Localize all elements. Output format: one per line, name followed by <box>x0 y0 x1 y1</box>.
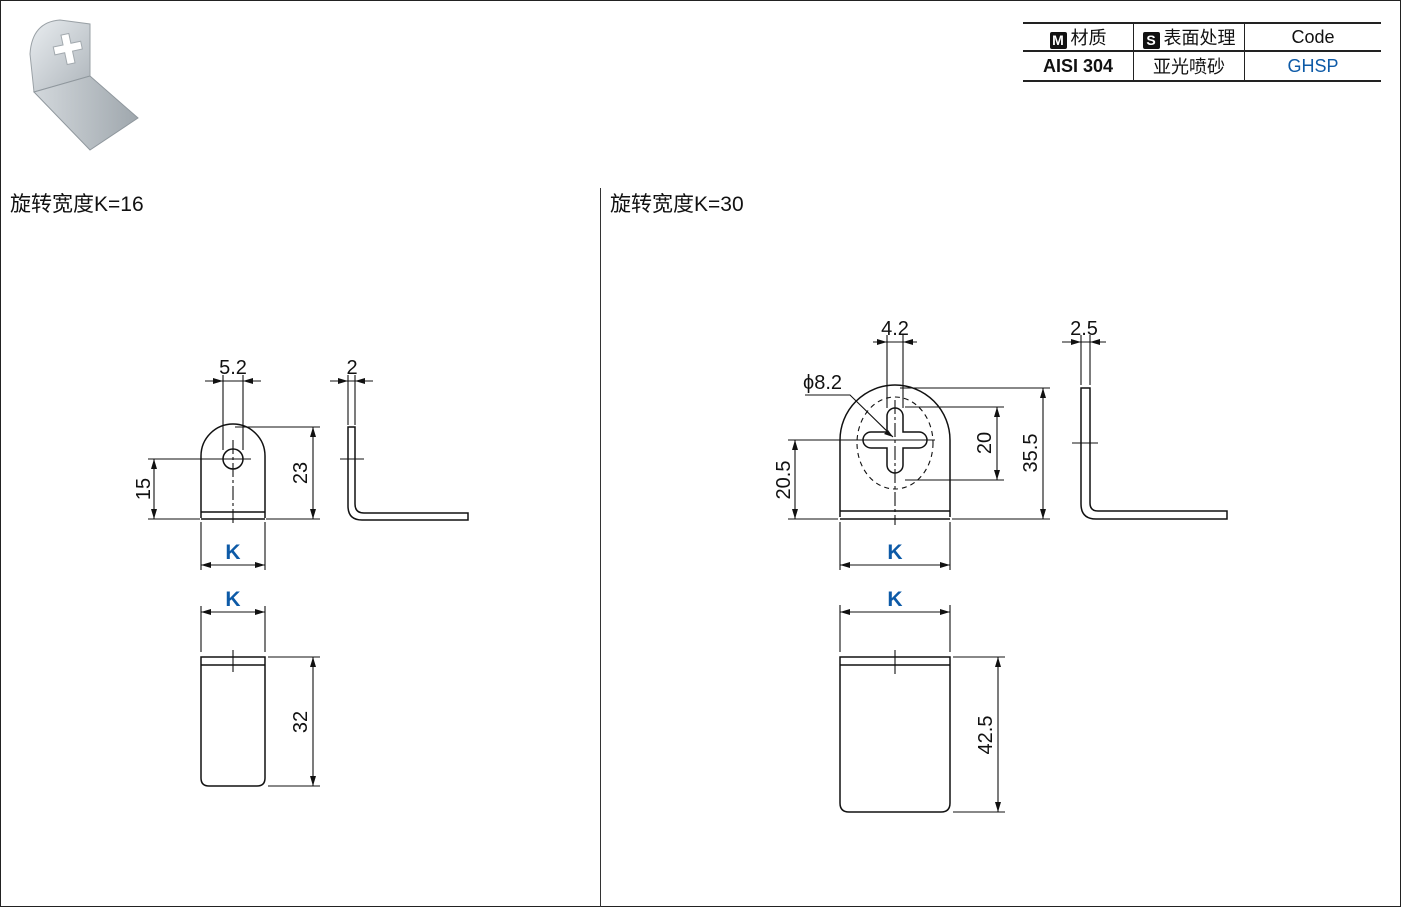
material-value: AISI 304 <box>1023 51 1134 82</box>
dim-length: 32 <box>290 711 312 733</box>
dim-diameter: ϕ8.2 <box>803 372 842 394</box>
dim-width-k-bottom-right: K <box>887 588 902 611</box>
dim-slot-length: 20 <box>974 432 996 454</box>
section-title-k30: 旋转宽度K=30 <box>610 193 744 216</box>
dim-width-k-bottom: K <box>225 588 240 611</box>
dim-thickness-right: 2.5 <box>1070 318 1098 340</box>
dim-height: 23 <box>290 462 312 484</box>
code-header: Code <box>1244 22 1381 52</box>
dim-width-k: K <box>225 541 240 564</box>
dim-length-right: 42.5 <box>975 716 997 755</box>
dim-hole-width: 5.2 <box>219 357 247 379</box>
code-value[interactable]: GHSP <box>1244 51 1381 82</box>
material-tag-icon: M <box>1049 32 1067 49</box>
right-side-view <box>1062 335 1228 520</box>
dimension-arrowheads <box>151 339 1100 812</box>
surface-value: 亚光喷砂 <box>1133 51 1245 82</box>
dim-width-k-right: K <box>887 541 902 564</box>
dim-slot-width: 4.2 <box>881 318 909 340</box>
left-side-view <box>330 375 469 521</box>
dim-hole-height: 15 <box>133 478 155 500</box>
section-divider <box>600 188 601 907</box>
dim-thickness: 2 <box>346 357 357 379</box>
dim-height-right: 35.5 <box>1020 434 1042 473</box>
product-photo <box>29 19 139 151</box>
section-title-k16: 旋转宽度K=16 <box>10 193 144 216</box>
surface-tag-icon: S <box>1142 32 1160 49</box>
left-bottom-view <box>200 606 320 787</box>
dim-center-height: 20.5 <box>773 461 795 500</box>
right-front-view <box>788 335 1050 570</box>
right-bottom-view <box>839 605 1005 813</box>
